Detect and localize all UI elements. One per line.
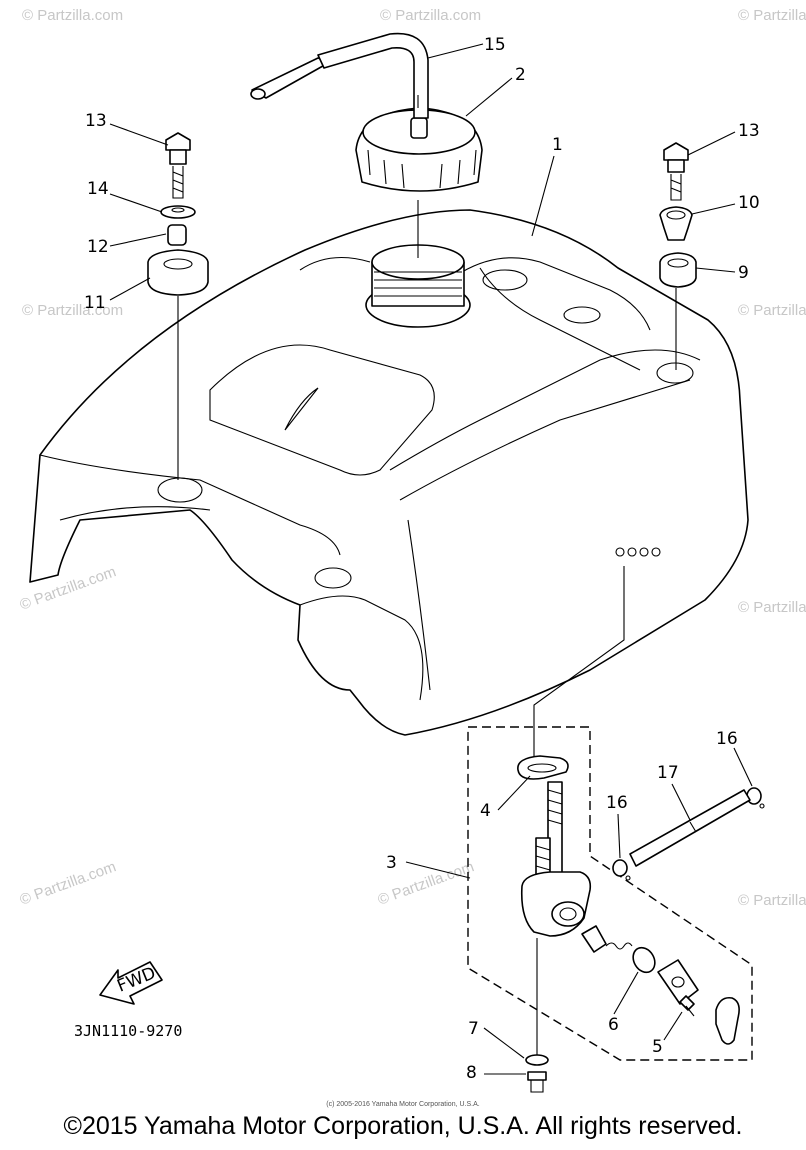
- right-mount-hardware: [659, 142, 697, 370]
- small-credit: (c) 2005-2016 Yamaha Motor Corporation, …: [326, 1101, 479, 1108]
- callout-9: 9: [738, 263, 749, 283]
- watermark: © Partzilla.com: [738, 892, 806, 909]
- watermark: © Partzilla.com: [738, 7, 806, 24]
- callout-12: 12: [87, 237, 109, 257]
- watermark: © Partzilla.com: [738, 302, 806, 319]
- callout-11: 11: [84, 293, 106, 313]
- callout-2: 2: [515, 65, 526, 85]
- callout-13-right: 13: [738, 121, 760, 141]
- filler-neck: [365, 244, 471, 328]
- callout-7: 7: [468, 1019, 479, 1039]
- callout-16-left: 16: [606, 793, 628, 813]
- fuel-cap: [355, 107, 483, 192]
- fwd-arrow: FWD: [99, 961, 163, 1005]
- callout-1: 1: [552, 135, 563, 155]
- callouts: 15 2 1 13 14 12 11 13 10 9 16 17 16 4 3 …: [84, 35, 760, 1083]
- callout-3: 3: [386, 853, 397, 873]
- watermark: © Partzilla.com: [18, 858, 119, 909]
- callout-16-right: 16: [716, 729, 738, 749]
- breather-hose: [250, 32, 429, 119]
- leader-line: [533, 566, 625, 768]
- callout-15: 15: [484, 35, 506, 55]
- part-code: 3JN1110-9270: [74, 1022, 182, 1040]
- watermark: © Partzilla.com: [738, 599, 806, 616]
- callout-6: 6: [608, 1015, 619, 1035]
- watermark: © Partzilla.com: [22, 7, 123, 24]
- callout-17: 17: [657, 763, 679, 783]
- callout-13-left: 13: [85, 111, 107, 131]
- callout-5: 5: [652, 1037, 663, 1057]
- copyright-notice: ©2015 Yamaha Motor Corporation, U.S.A. A…: [63, 1112, 743, 1140]
- callout-14: 14: [87, 179, 109, 199]
- fuel-tank: [29, 209, 749, 736]
- callout-10: 10: [738, 193, 760, 213]
- fuel-cock-assembly: [467, 726, 765, 1093]
- callout-4: 4: [480, 801, 491, 821]
- callout-8: 8: [466, 1063, 477, 1083]
- left-mount-hardware: [147, 132, 209, 480]
- watermark: © Partzilla.com: [380, 7, 481, 24]
- watermark: © Partzilla.com: [22, 302, 123, 319]
